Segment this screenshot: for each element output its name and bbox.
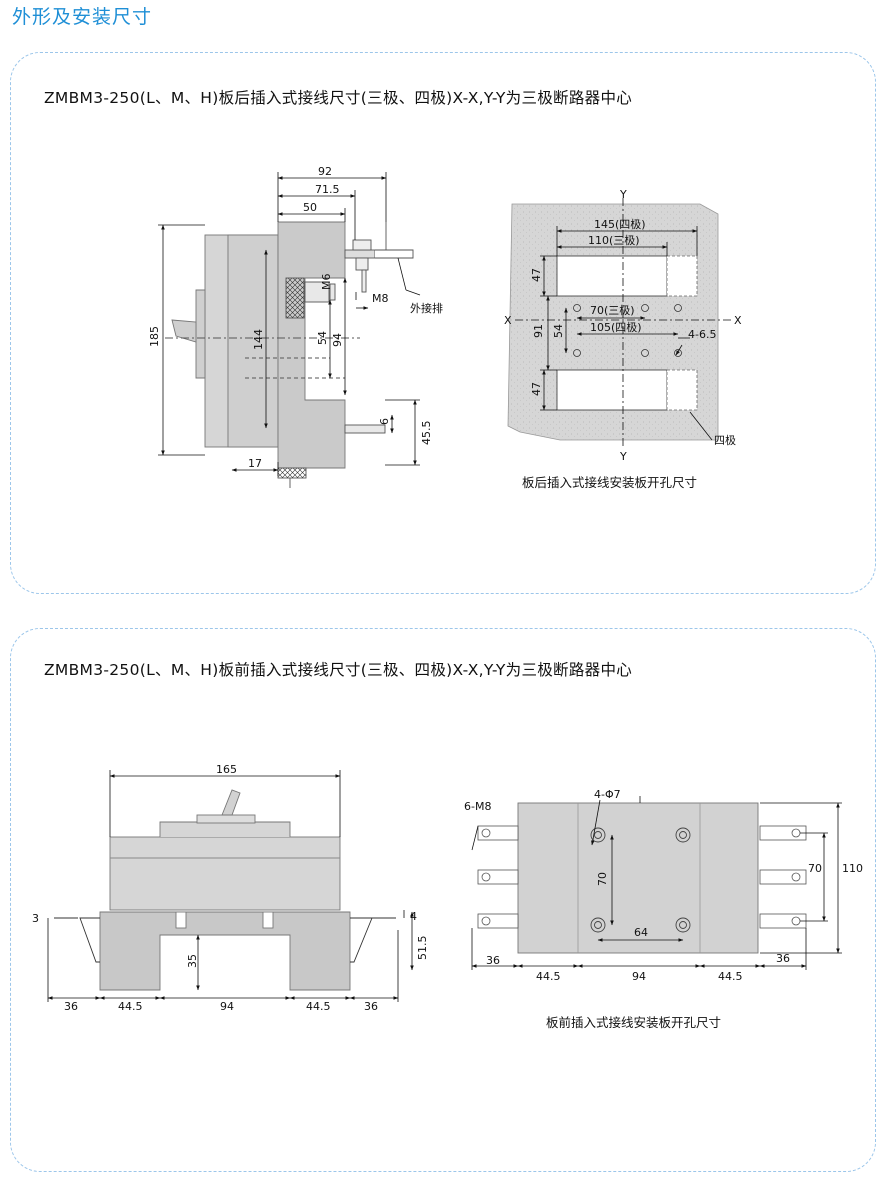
rear-hole-pattern: Y Y X X 145(四极) 110(三极) 47 47 91 54 70(三… (504, 188, 742, 463)
front-top-dimensions (471, 796, 842, 970)
page-title: 外形及安装尺寸 (12, 6, 153, 28)
four-pole-label: 四极 (714, 433, 736, 447)
dim-36-right: 36 (776, 952, 790, 965)
dim-44-5-left: 44.5 (118, 1000, 143, 1013)
external-bar-label: 外接排 (410, 301, 443, 315)
dim-70: 70(三极) (590, 303, 635, 317)
dim-35: 35 (186, 954, 199, 968)
front-top-view (477, 802, 807, 954)
dim-4: 4 (410, 910, 417, 923)
dim-144: 144 (252, 329, 265, 350)
caption-front-mounting-holes: 板前插入式接线安装板开孔尺寸 (546, 1015, 722, 1030)
lower-cutout (556, 369, 668, 411)
dim-36-left: 36 (486, 954, 500, 967)
dim-110: 110(三极) (588, 233, 640, 247)
mounting-holes (590, 827, 691, 933)
dim-6: 6 (378, 418, 391, 425)
dim-51-5: 51.5 (416, 936, 429, 961)
axis-x-left: X (504, 314, 512, 327)
dim-45-5: 45.5 (420, 421, 433, 446)
dim-50: 50 (303, 201, 317, 214)
dim-47-lower: 47 (530, 382, 543, 396)
section2-heading: ZMBM3-250(L、M、H)板前插入式接线尺寸(三极、四极)X-X,Y-Y为… (44, 661, 633, 679)
rear-side-view (165, 221, 414, 488)
dim-64: 64 (634, 926, 648, 939)
section-panel-rear-connection (10, 52, 876, 594)
breaker-body (109, 836, 341, 911)
dim-4-phi7: 4-Φ7 (594, 788, 621, 801)
dim-185: 185 (148, 326, 161, 347)
axis-y-bottom: Y (619, 450, 627, 463)
breaker-handle (221, 789, 241, 816)
dim-54: 54 (316, 331, 329, 345)
front-side-dim-labels: 165 3 4 35 51.5 36 44.5 94 44.5 36 (32, 763, 429, 1013)
front-side-view (54, 789, 396, 991)
dim-91: 91 (532, 324, 545, 338)
dim-71-5: 71.5 (315, 183, 340, 196)
dim-110: 110 (842, 862, 863, 875)
dim-m6: M6 (320, 274, 333, 291)
dim-94: 94 (220, 1000, 234, 1013)
base-block (99, 911, 351, 991)
dim-17: 17 (248, 457, 262, 470)
upper-cutout (556, 255, 668, 297)
section-panel-front-connection (10, 628, 876, 1172)
mounting-holes (573, 304, 682, 357)
dim-105: 105(四极) (590, 320, 642, 334)
caption-rear-mounting-holes: 板后插入式接线安装板开孔尺寸 (522, 475, 698, 490)
front-side-dimensions (47, 770, 414, 1002)
dim-36-left: 36 (64, 1000, 78, 1013)
rear-side-dim-labels: 92 71.5 50 185 144 M6 54 94 M8 6 45.5 17… (148, 165, 443, 470)
dim-44-5-right: 44.5 (718, 970, 743, 983)
rear-hole-dim-labels: Y Y X X 145(四极) 110(三极) 47 47 91 54 70(三… (504, 188, 742, 463)
dim-70-right: 70 (808, 862, 822, 875)
insulating-sleeve (285, 277, 305, 319)
section1-heading: ZMBM3-250(L、M、H)板后插入式接线尺寸(三极、四极)X-X,Y-Y为… (44, 89, 633, 107)
dim-92: 92 (318, 165, 332, 178)
rear-side-dimensions (158, 172, 421, 476)
dim-70-vertical: 70 (596, 872, 609, 886)
dim-94: 94 (331, 333, 344, 347)
breaker-top (517, 802, 759, 954)
front-top-dim-labels: 6-M8 4-Φ7 70 64 110 70 36 44.5 94 44.5 3… (464, 788, 863, 983)
dim-165: 165 (216, 763, 237, 776)
dim-m8: M8 (372, 292, 389, 305)
dim-36-right: 36 (364, 1000, 378, 1013)
dim-6-m8: 6-M8 (464, 800, 491, 813)
breaker-handle (171, 319, 197, 343)
dim-145: 145(四极) (594, 217, 646, 231)
dim-94: 94 (632, 970, 646, 983)
dim-3: 3 (32, 912, 39, 925)
axis-y-top: Y (619, 188, 627, 201)
axis-x-right: X (734, 314, 742, 327)
dim-44-5-left: 44.5 (536, 970, 561, 983)
dim-4-6-5: 4-6.5 (688, 328, 716, 341)
dim-47-upper: 47 (530, 268, 543, 282)
dim-54: 54 (552, 324, 565, 338)
dim-44-5-right: 44.5 (306, 1000, 331, 1013)
